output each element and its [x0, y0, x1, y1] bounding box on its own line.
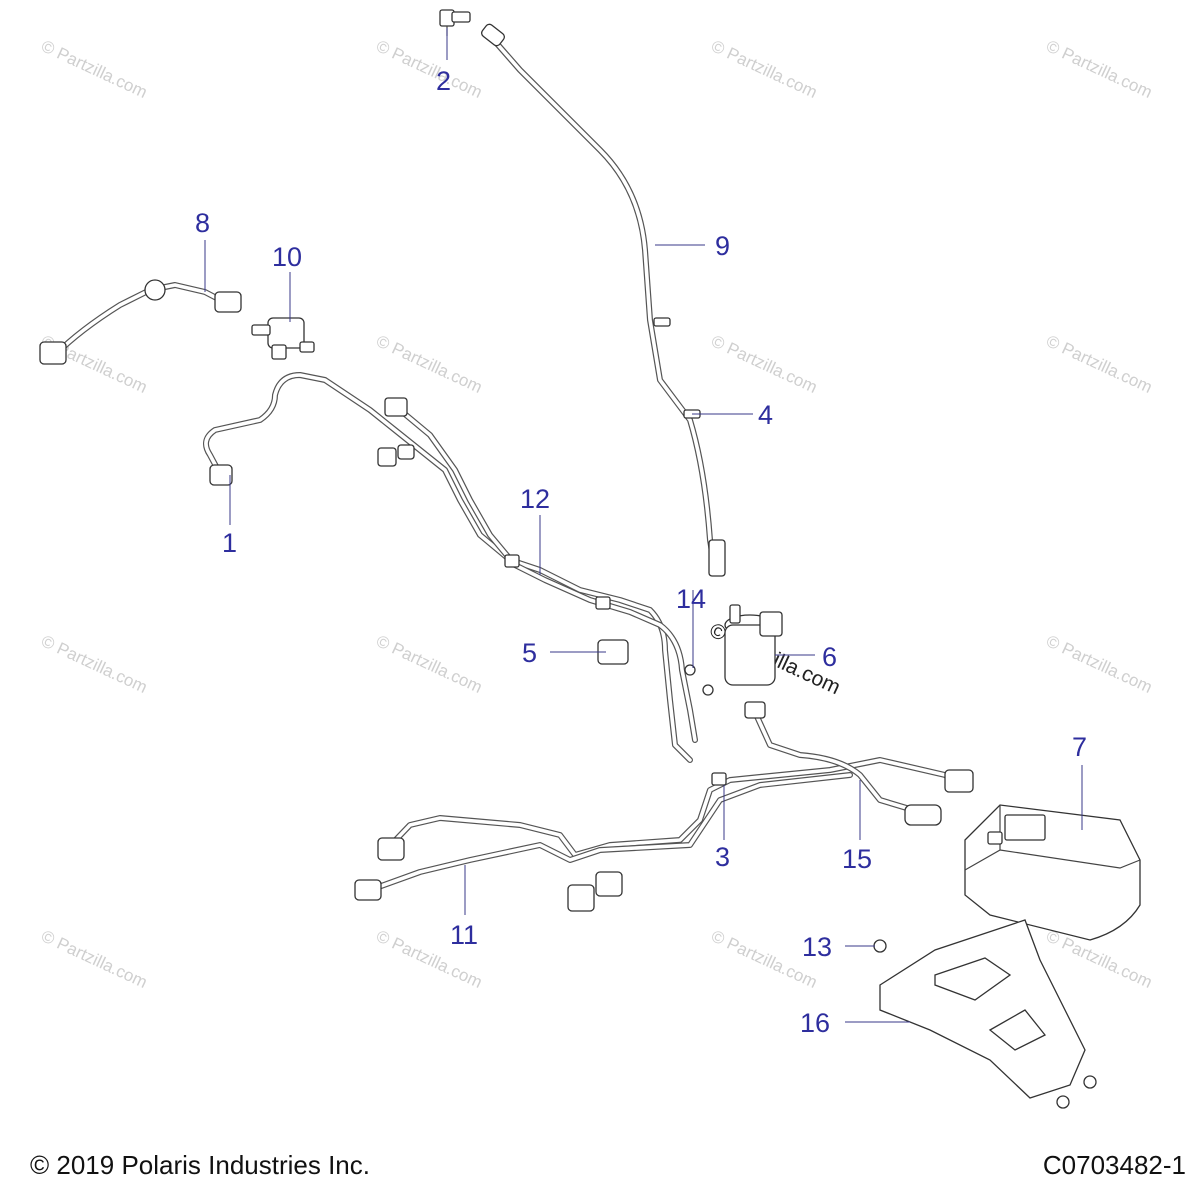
part-3-clip[interactable] [711, 772, 727, 786]
callouts: 2 8 10 9 4 1 12 14 5 6 7 3 15 11 13 16 [195, 66, 1087, 1038]
callout-9[interactable]: 9 [715, 231, 730, 261]
part-12-hose-bundle[interactable] [203, 372, 698, 763]
part-9-vent-hose[interactable] [480, 23, 726, 577]
part-4-hose-clips[interactable] [653, 317, 701, 419]
callout-12[interactable]: 12 [520, 484, 550, 514]
part-13-screw[interactable] [873, 939, 1097, 1109]
callout-14[interactable]: 14 [676, 584, 706, 614]
watermark: © Partzilla.com [38, 926, 150, 992]
watermark: © Partzilla.com [1043, 36, 1155, 102]
watermark: © Partzilla.com [373, 331, 485, 397]
callout-8[interactable]: 8 [195, 208, 210, 238]
part-10-valve[interactable] [251, 317, 315, 360]
watermark: © Partzilla.com [708, 36, 820, 102]
callout-11[interactable]: 11 [450, 920, 478, 950]
part-11-hose-assembly[interactable] [354, 757, 974, 901]
callout-13[interactable]: 13 [802, 932, 832, 962]
callout-4[interactable]: 4 [758, 400, 773, 430]
part-6-filter[interactable] [724, 604, 783, 686]
part-15-hose[interactable] [744, 701, 942, 826]
copyright-notice: © 2019 Polaris Industries Inc. [30, 1150, 370, 1180]
part-8-hose-assembly[interactable] [39, 279, 242, 365]
part-16-bracket[interactable] [879, 919, 1086, 1099]
watermark: © Partzilla.com [373, 36, 485, 102]
part-14-screws[interactable] [684, 664, 714, 696]
callout-10[interactable]: 10 [272, 242, 302, 272]
callout-5[interactable]: 5 [522, 638, 537, 668]
watermark: © Partzilla.com [708, 331, 820, 397]
watermark: © Partzilla.com [38, 631, 150, 697]
watermark: © Partzilla.com [38, 36, 150, 102]
part-2-fitting[interactable] [439, 9, 471, 36]
watermark: © Partzilla.com [1043, 631, 1155, 697]
callout-16[interactable]: 16 [800, 1008, 830, 1038]
callout-7[interactable]: 7 [1072, 732, 1087, 762]
watermark: © Partzilla.com [373, 631, 485, 697]
callout-1[interactable]: 1 [222, 528, 237, 558]
drawing-code: C0703482-1 [1042, 1150, 1186, 1180]
part-7-canister[interactable] [964, 804, 1141, 941]
callout-15[interactable]: 15 [842, 844, 872, 874]
part-11-clips[interactable] [567, 871, 623, 912]
callout-3[interactable]: 3 [715, 842, 730, 872]
callout-2[interactable]: 2 [436, 66, 451, 96]
callout-6[interactable]: 6 [822, 642, 837, 672]
watermark: © Partzilla.com [1043, 331, 1155, 397]
leader-lines [204, 28, 1083, 1023]
